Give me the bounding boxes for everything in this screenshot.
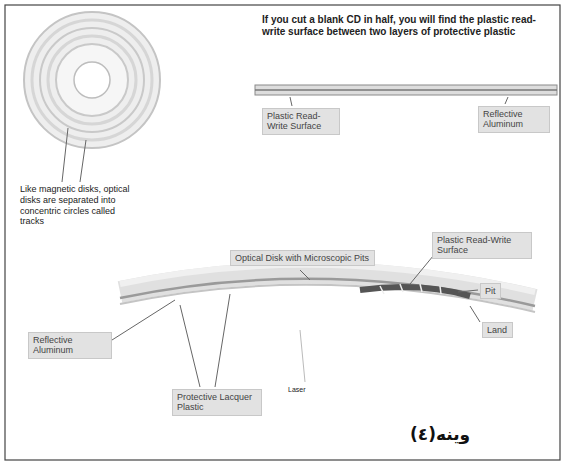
part-label: Protective Lacquer Plastic [177, 392, 257, 413]
part-label: Reflective Aluminum [483, 109, 545, 130]
label-box: Optical Disk with Microscopic Pits [230, 250, 375, 266]
label-box: Reflective Aluminum [478, 106, 550, 133]
part-label: Plastic Read-Write Surface [437, 235, 527, 256]
label-box: Plastic Read-Write Surface [432, 232, 532, 259]
disk-surface-arc [120, 265, 535, 382]
leader-line [505, 97, 508, 104]
leader-line [290, 97, 292, 106]
leader-line [470, 306, 480, 322]
disk-tracks [24, 12, 160, 148]
leader-line [458, 290, 478, 292]
label-box: Reflective Aluminum [28, 332, 112, 359]
figure-frame [5, 5, 560, 460]
note-text: Laser [288, 386, 338, 394]
cd-cross-section [255, 85, 557, 95]
leader-line [300, 270, 310, 280]
figure-caption: وینه(٤) [410, 424, 470, 444]
label-box: Pit [480, 283, 501, 299]
leader-line [80, 140, 86, 182]
part-label: Pit [485, 286, 496, 296]
note-text: Like magnetic disks, optical disks are s… [20, 184, 138, 227]
part-label: Land [487, 325, 508, 335]
label-box: Land [482, 322, 513, 338]
label-box: Protective Lacquer Plastic [172, 389, 262, 416]
leader-line [215, 294, 230, 387]
leader-line [62, 128, 68, 182]
part-label: Reflective Aluminum [33, 335, 107, 356]
label-box: Plastic Read-Write Surface [262, 108, 340, 135]
leader-line [180, 305, 200, 387]
part-label: Plastic Read-Write Surface [267, 111, 335, 132]
part-label: Optical Disk with Microscopic Pits [235, 253, 370, 263]
leader-line [112, 300, 175, 340]
note-text: If you cut a blank CD in half, you will … [262, 14, 542, 38]
